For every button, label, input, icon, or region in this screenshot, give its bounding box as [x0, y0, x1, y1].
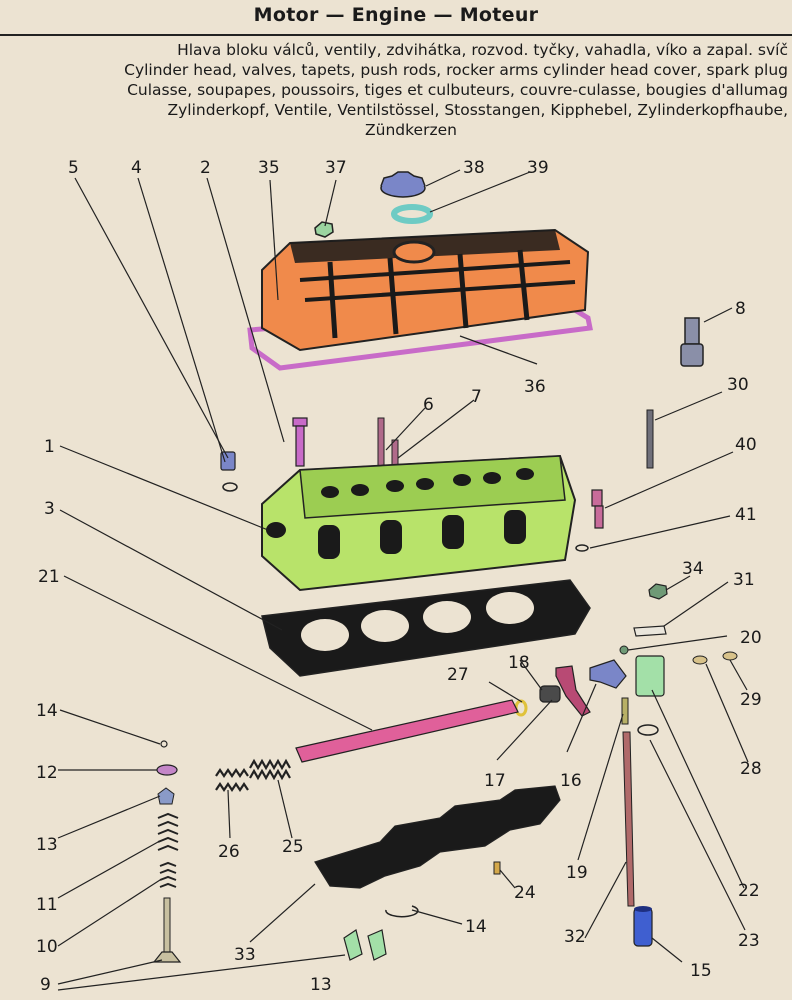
label-29: 29 — [740, 690, 762, 710]
label-3: 3 — [44, 499, 55, 519]
part-outer-spring — [249, 758, 291, 781]
leader-lines — [57, 169, 749, 991]
part-rocker-bracket — [635, 655, 665, 697]
label-10: 10 — [36, 937, 58, 957]
part-clip-28 — [692, 655, 708, 665]
part-rocker-arm-17 — [555, 665, 591, 717]
label-21: 21 — [38, 567, 60, 587]
label-2: 2 — [200, 158, 211, 178]
part-cover-nut — [314, 221, 334, 238]
label-1: 1 — [44, 437, 55, 457]
part-tappet — [633, 906, 653, 947]
part-inner-valve-spring — [159, 861, 177, 888]
label-13b: 13 — [310, 975, 332, 995]
page-title: Motor — Engine — Moteur — [253, 4, 539, 26]
part-circlip — [160, 740, 168, 748]
part-number-labels: 5 4 2 35 37 38 39 8 30 36 6 7 40 1 3 41 … — [36, 158, 762, 995]
caption-german-cont: Zündkerzen — [365, 121, 457, 139]
label-14: 14 — [36, 701, 58, 721]
part-screw-washer — [637, 724, 659, 736]
label-15: 15 — [690, 961, 712, 981]
part-valve-guides — [343, 929, 387, 961]
label-31: 31 — [733, 570, 755, 590]
title-rule — [0, 34, 792, 36]
label-12: 12 — [36, 763, 58, 783]
label-22: 22 — [738, 881, 760, 901]
label-36: 36 — [524, 377, 546, 397]
part-bolt-washer — [222, 482, 238, 492]
part-spring-cap — [156, 764, 178, 776]
label-13: 13 — [36, 835, 58, 855]
part-filler-cap-washer — [391, 204, 433, 224]
label-37: 37 — [325, 158, 347, 178]
label-18: 18 — [508, 653, 530, 673]
part-spark-plug-washer — [575, 544, 589, 552]
part-rocker-nut — [648, 583, 668, 600]
label-11: 11 — [36, 895, 58, 915]
part-retaining-ring — [385, 905, 419, 918]
label-41: 41 — [735, 505, 757, 525]
part-clip-29 — [722, 651, 738, 661]
part-rocker-bushing — [539, 685, 561, 703]
label-4: 4 — [131, 158, 142, 178]
label-33: 33 — [234, 945, 256, 965]
part-valve-collets — [157, 787, 175, 805]
part-stud — [646, 409, 654, 469]
label-34: 34 — [682, 559, 704, 579]
label-7: 7 — [471, 387, 482, 407]
part-rocker-shaft — [295, 699, 519, 763]
part-manifold-gasket — [314, 785, 561, 889]
label-28: 28 — [740, 759, 762, 779]
caption-english: Cylinder head, valves, tapets, push rods… — [124, 61, 788, 79]
part-adjusting-screw — [621, 697, 629, 725]
label-23: 23 — [738, 931, 760, 951]
part-rocker-arm-16 — [589, 659, 627, 689]
label-32: 32 — [564, 927, 586, 947]
part-inner-spring — [215, 768, 249, 792]
label-25: 25 — [282, 837, 304, 857]
part-push-rod — [622, 731, 635, 907]
label-16: 16 — [560, 771, 582, 791]
part-shaft-spacer — [514, 699, 528, 717]
label-19: 19 — [566, 863, 588, 883]
part-oil-filler-cap — [380, 171, 426, 198]
part-dowel — [493, 861, 501, 875]
label-26: 26 — [218, 842, 240, 862]
part-lock-plate — [633, 625, 667, 637]
part-long-bolt — [292, 417, 308, 467]
label-38: 38 — [463, 158, 485, 178]
part-valve-spring — [157, 812, 179, 851]
part-cylinder-head — [261, 454, 577, 592]
part-valve-cover — [261, 228, 590, 352]
label-9: 9 — [40, 975, 51, 995]
label-8: 8 — [735, 299, 746, 319]
label-20: 20 — [740, 628, 762, 648]
part-valve — [152, 897, 182, 963]
label-5: 5 — [68, 158, 79, 178]
caption-czech: Hlava bloku válců, ventily, zdvihátka, r… — [177, 41, 788, 59]
label-27: 27 — [447, 665, 469, 685]
part-small-nut — [619, 645, 629, 655]
caption-german: Zylinderkopf, Ventile, Ventilstössel, St… — [167, 101, 788, 119]
label-35: 35 — [258, 158, 280, 178]
part-head-gasket — [261, 579, 591, 677]
label-6: 6 — [423, 395, 434, 415]
part-spark-plug — [591, 489, 604, 529]
label-17: 17 — [484, 771, 506, 791]
label-14b: 14 — [465, 917, 487, 937]
label-40: 40 — [735, 435, 757, 455]
caption-french: Culasse, soupapes, poussoirs, tiges et c… — [127, 81, 788, 99]
label-24: 24 — [514, 883, 536, 903]
label-39: 39 — [527, 158, 549, 178]
part-short-bolt — [220, 451, 236, 471]
label-30: 30 — [727, 375, 749, 395]
part-head-bolt — [680, 317, 704, 367]
